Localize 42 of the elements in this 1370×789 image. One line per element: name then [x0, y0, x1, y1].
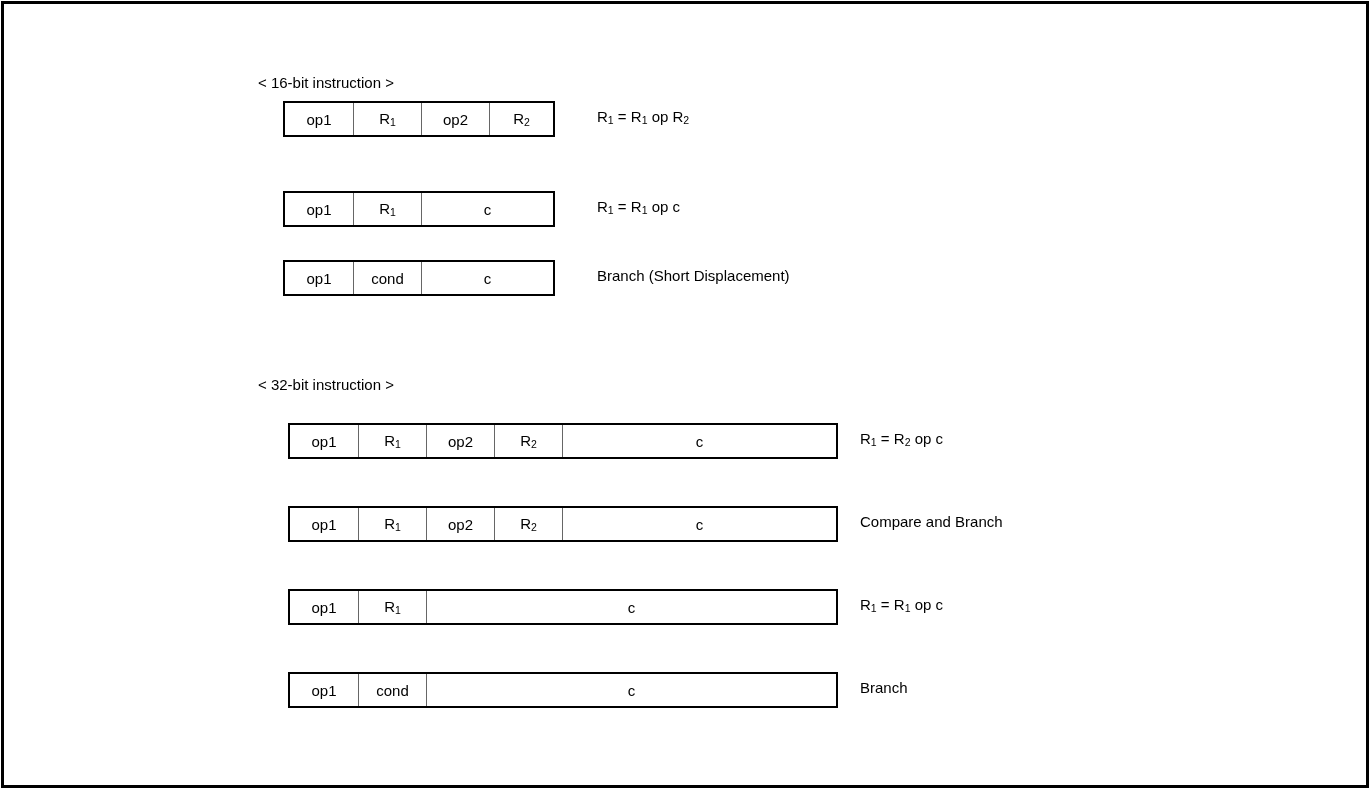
- instruction-field: R$_{1}$: [358, 425, 426, 457]
- instruction-field: c: [426, 591, 836, 623]
- instruction-field: c: [562, 425, 836, 457]
- operation-description: R$_{1}$ = R$_{2}$ op c: [860, 430, 943, 448]
- operation-description: R$_{1}$ = R$_{1}$ op c: [860, 596, 943, 614]
- operation-description: Branch (Short Displacement): [597, 267, 790, 284]
- section-heading: < 16-bit instruction >: [258, 74, 394, 91]
- operation-description: Compare and Branch: [860, 513, 1003, 530]
- instruction-field: op1: [290, 591, 358, 623]
- instruction-field: R$_{2}$: [489, 103, 553, 135]
- instruction-field: c: [421, 193, 553, 225]
- section-heading: < 32-bit instruction >: [258, 376, 394, 393]
- instruction-field: op1: [290, 425, 358, 457]
- operation-description: R$_{1}$ = R$_{1}$ op c: [597, 198, 680, 216]
- instruction-field: op2: [421, 103, 489, 135]
- instruction-field: op2: [426, 508, 494, 540]
- instruction-field: c: [562, 508, 836, 540]
- instruction-field: R$_{2}$: [494, 508, 562, 540]
- instruction-field: op1: [285, 262, 353, 294]
- instruction-field: op2: [426, 425, 494, 457]
- operation-description: R$_{1}$ = R$_{1}$ op R$_{2}$: [597, 108, 690, 126]
- instruction-field: cond: [353, 262, 421, 294]
- instruction-field: c: [426, 674, 836, 706]
- instruction-field: R$_{2}$: [494, 425, 562, 457]
- instruction-format-box: [288, 506, 838, 542]
- instruction-format-box: [288, 589, 838, 625]
- operation-description: Branch: [860, 679, 908, 696]
- instruction-format-box: [283, 191, 555, 227]
- instruction-field: op1: [285, 103, 353, 135]
- instruction-format-box: [288, 672, 838, 708]
- instruction-field: c: [421, 262, 553, 294]
- instruction-field: R$_{1}$: [353, 103, 421, 135]
- instruction-field: op1: [285, 193, 353, 225]
- instruction-field: cond: [358, 674, 426, 706]
- instruction-field: R$_{1}$: [358, 591, 426, 623]
- instruction-format-box: [283, 260, 555, 296]
- instruction-field: R$_{1}$: [353, 193, 421, 225]
- instruction-format-box: [283, 101, 555, 137]
- instruction-format-box: [288, 423, 838, 459]
- instruction-field: R$_{1}$: [358, 508, 426, 540]
- instruction-field: op1: [290, 508, 358, 540]
- instruction-field: op1: [290, 674, 358, 706]
